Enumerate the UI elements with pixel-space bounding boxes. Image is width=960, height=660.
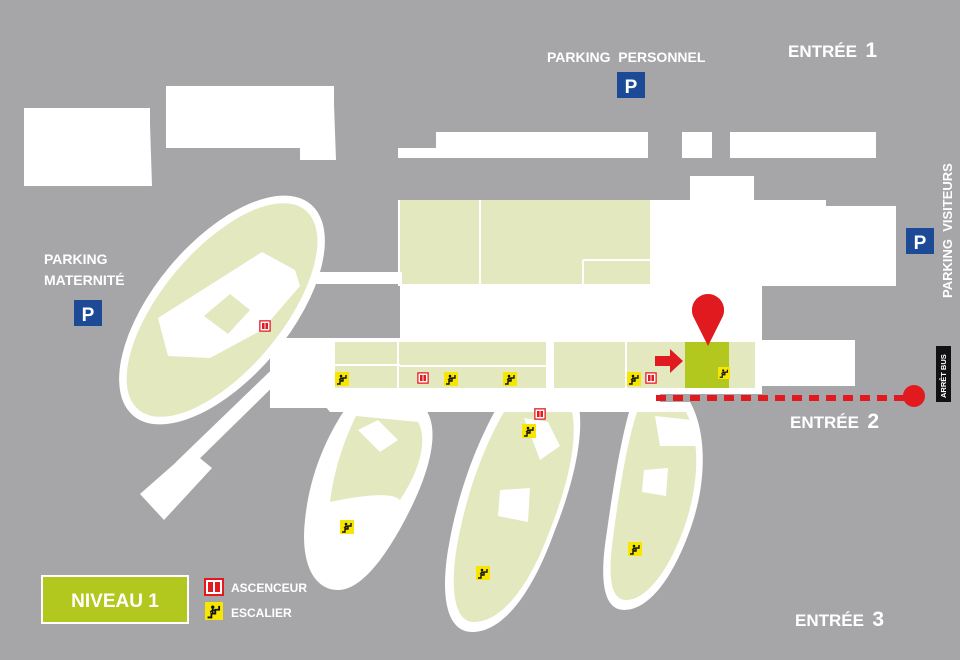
parking-maternite-label-line2: MATERNITÉ xyxy=(44,272,125,288)
level-badge: NIVEAU 1 xyxy=(41,575,189,624)
elevator-icon xyxy=(204,578,224,596)
corridor xyxy=(296,272,402,284)
level-label: NIVEAU 1 xyxy=(71,591,159,612)
parking-personnel-label: PARKING PERSONNEL xyxy=(547,49,706,65)
parking-sign-icon: P xyxy=(82,305,95,326)
central-building xyxy=(398,176,896,394)
stairs-icon xyxy=(204,602,224,620)
bus-stop-dot xyxy=(903,385,925,407)
entree-3-label: ENTRÉE 3 xyxy=(795,608,884,631)
parking-sign-icon: P xyxy=(625,77,638,98)
direction-arrow-icon xyxy=(655,349,683,373)
location-pin-icon xyxy=(692,294,724,346)
level-wing-strip xyxy=(335,342,755,388)
legend-elevator-label: ASCENCEUR xyxy=(231,581,307,595)
parking-maternite-label-line1: PARKING xyxy=(44,251,108,267)
parking-sign-personnel: P xyxy=(617,72,645,98)
parking-sign-maternite: P xyxy=(74,300,102,326)
entree-1-label: ENTRÉE 1 xyxy=(788,39,877,62)
bus-stop-icon xyxy=(936,346,951,402)
legend: ASCENCEUR ESCALIER xyxy=(204,578,307,620)
long-corridor xyxy=(270,340,660,412)
entree-2-label: ENTRÉE 2 xyxy=(790,410,879,433)
maternite-wing xyxy=(119,195,325,520)
parking-visiteurs-label: PARKING VISITEURS xyxy=(940,163,955,298)
bus-stop-label: ARRÊT BUS xyxy=(939,354,948,398)
parking-sign-visiteurs: P xyxy=(906,228,934,254)
south-wing-1 xyxy=(304,402,433,590)
parking-sign-icon: P xyxy=(914,233,927,254)
legend-stairs-label: ESCALIER xyxy=(231,606,292,620)
top-buildings xyxy=(24,86,876,186)
